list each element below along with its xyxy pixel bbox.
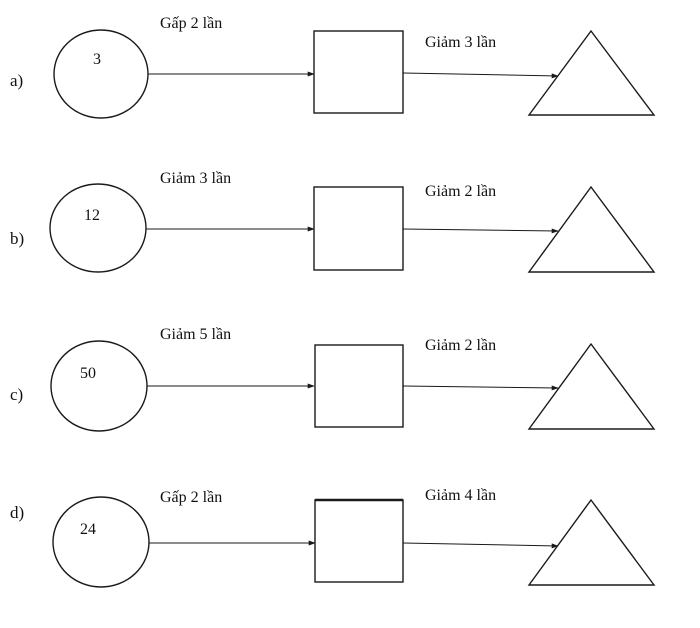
second-operation-label: Giảm 3 lần	[425, 34, 496, 51]
answer-square[interactable]	[314, 499, 404, 583]
second-operation-label: Giảm 2 lần	[425, 337, 496, 354]
row-d: d) 24 Gấp 2 lần Giảm 4 lần	[10, 487, 656, 588]
answer-square[interactable]	[314, 344, 404, 428]
arrow-to-triangle	[402, 385, 559, 391]
answer-square[interactable]	[313, 186, 404, 271]
answer-triangle[interactable]	[527, 185, 656, 273]
answer-triangle[interactable]	[527, 342, 656, 430]
answer-triangle[interactable]	[527, 29, 656, 116]
first-operation-label: Giảm 5 lần	[160, 326, 231, 343]
row-label: d)	[10, 503, 24, 522]
row-label: c)	[10, 385, 23, 404]
first-operation-label: Giảm 3 lần	[160, 170, 231, 187]
start-circle	[52, 496, 150, 588]
second-operation-label: Giảm 4 lần	[425, 487, 496, 504]
start-circle	[49, 183, 147, 273]
start-value: 12	[84, 207, 100, 224]
row-b: b) 12 Giảm 3 lần Giảm 2 lần	[10, 170, 656, 273]
answer-triangle[interactable]	[527, 498, 656, 586]
second-operation-label: Giảm 2 lần	[425, 183, 496, 200]
arrow-to-triangle	[402, 228, 559, 234]
answer-square[interactable]	[313, 30, 404, 114]
start-circle	[50, 340, 148, 432]
row-a: a) 3 Gấp 2 lần Giảm 3 lần	[10, 15, 656, 119]
start-value: 3	[93, 51, 101, 68]
row-label: b)	[10, 229, 24, 248]
start-value: 24	[80, 521, 96, 538]
first-operation-label: Gấp 2 lần	[160, 489, 222, 506]
arrow-to-triangle	[402, 72, 559, 79]
row-c: c) 50 Giảm 5 lần Giảm 2 lần	[10, 326, 656, 432]
first-operation-label: Gấp 2 lần	[160, 15, 222, 32]
arrow-to-triangle	[402, 542, 559, 549]
start-circle	[53, 29, 149, 119]
row-label: a)	[10, 71, 23, 90]
start-value: 50	[80, 365, 96, 382]
